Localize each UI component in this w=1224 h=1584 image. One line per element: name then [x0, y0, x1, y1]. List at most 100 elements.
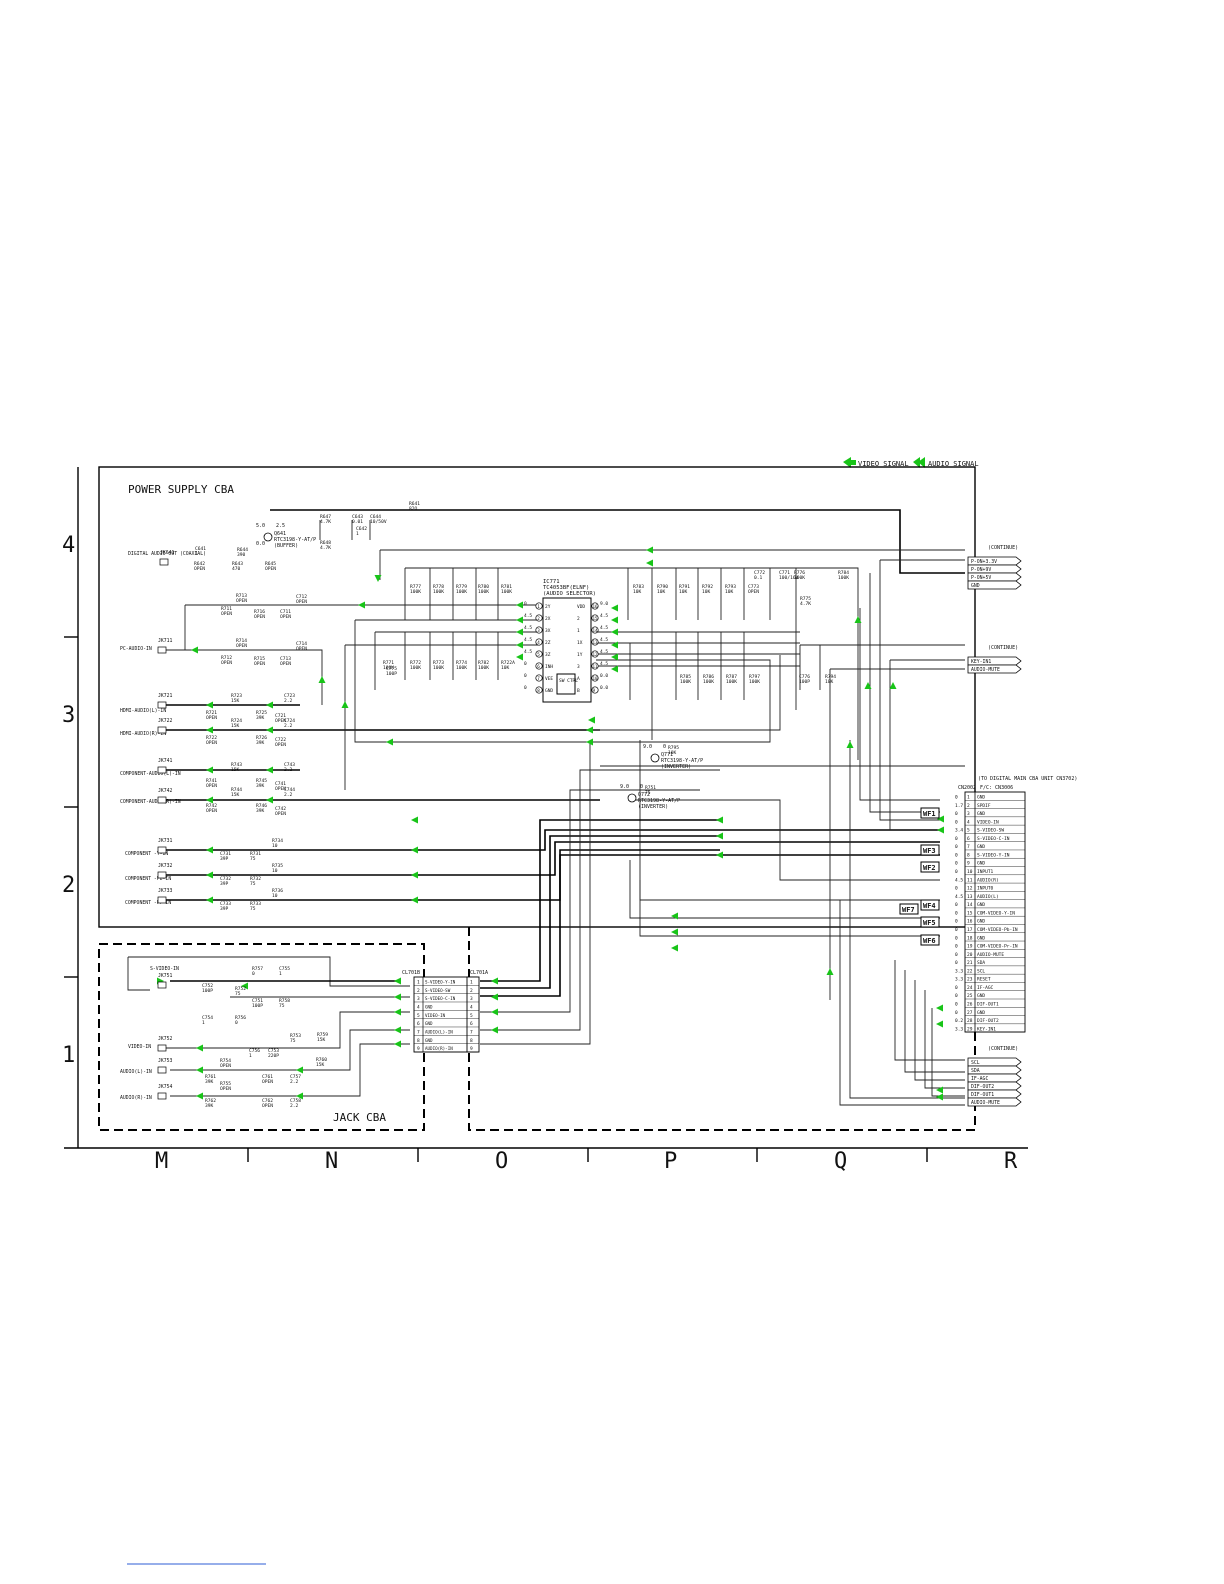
jack-ref: JK722	[158, 718, 173, 724]
component-ref: R756	[235, 1015, 246, 1021]
ic-left-pin-label: 2Y	[545, 604, 551, 610]
ic-left-pin-label: 2X	[545, 616, 551, 622]
component-ref: C773	[748, 584, 759, 590]
component-value: 39P	[220, 906, 229, 912]
signal-arrow-icon	[937, 826, 944, 834]
component-value: 100K	[456, 665, 467, 671]
ic-left-pin-circle	[535, 674, 543, 682]
jack-label: S-VIDEO-IN	[150, 966, 179, 972]
component-ref: R741	[206, 778, 217, 784]
wire-53	[160, 841, 940, 876]
wire-69	[914, 980, 965, 1081]
wiring	[127, 509, 965, 1106]
component-ref: R742	[206, 803, 217, 809]
ic-left-pin-number: 6	[537, 664, 540, 669]
cn-main-pin-signal: GND	[977, 935, 985, 941]
wire-70	[924, 990, 965, 1089]
wire-81	[480, 849, 720, 997]
component-ref: R780	[478, 584, 489, 590]
signal-arrow-icon	[296, 1066, 303, 1074]
signal-arrow-icon	[386, 738, 393, 746]
component-ref: R758	[279, 998, 290, 1004]
wire-52	[160, 829, 940, 851]
ic-right-pin-label: 3	[577, 664, 580, 670]
cl701b-pin-number: 5	[417, 1013, 420, 1019]
component-ref: R642	[194, 561, 205, 567]
component-ref: R744	[231, 787, 242, 793]
component-value: OPEN	[254, 661, 265, 667]
jack-socket-icon	[157, 896, 167, 904]
cn-main-pin-signal: SPDIF	[977, 803, 991, 809]
ic-left-pin-number: 3	[537, 628, 540, 633]
cn-main-pin-signal: DIF-OUT1	[977, 1002, 999, 1008]
component-ref: R745	[256, 778, 267, 784]
component-value: OPEN	[194, 566, 205, 572]
cl701a-pin-number: 9	[470, 1046, 473, 1052]
signal-arrow-icon	[716, 832, 723, 840]
jack-socket-icon	[157, 701, 167, 709]
component-value: 39K	[205, 1079, 214, 1085]
cn-main-pin-voltage: 0	[955, 836, 958, 842]
component-ref: R711	[221, 606, 232, 612]
ic-left-pin-number: 1	[537, 604, 540, 609]
signal-arrow-icon	[206, 701, 213, 709]
cn-main-pin-signal: S-VIDEO-Y-IN	[977, 852, 1010, 858]
component-value: 100K	[433, 589, 444, 595]
cn-main-pin-voltage: 3.4	[955, 828, 963, 834]
component-value: OPEN	[220, 1086, 231, 1092]
component-ref: C723	[284, 693, 295, 699]
ic-left-pin-circle	[535, 602, 543, 610]
jack-ref: JK752	[158, 1036, 173, 1042]
component-ref: R715	[254, 656, 265, 662]
component-ref: R648	[320, 540, 331, 546]
wf-tag-box	[920, 861, 940, 873]
grid-row-2: 2	[62, 873, 75, 898]
jack-label: HDMI-AUDIO(R)-IN	[120, 731, 166, 737]
component-value: OPEN	[236, 643, 247, 649]
jack-socket-icon	[157, 726, 167, 734]
transistor-q772-symbol	[627, 793, 637, 803]
component-value: 0	[235, 1020, 238, 1026]
power2-pin-box	[967, 1057, 1022, 1067]
signal-arrow-icon	[716, 851, 723, 859]
cn-main-title: (TO DIGITAL MAIN CBA UNIT CN3702)	[978, 776, 1077, 782]
jack-ref: JK741	[158, 758, 173, 764]
component-ref: R761	[205, 1074, 216, 1080]
component-ref: R721	[206, 710, 217, 716]
component-value: OPEN	[221, 660, 232, 666]
power2-pin-box	[967, 1065, 1022, 1075]
component-value: OPEN	[220, 1063, 231, 1069]
component-value: 10K	[725, 589, 734, 595]
component-value: 39K	[256, 715, 265, 721]
cn-main-pin-voltage: 3.3	[955, 1026, 963, 1032]
jack-socket-icon	[157, 796, 167, 804]
cl701b-pin-number: 2	[417, 988, 420, 994]
component-ref: C744	[284, 787, 295, 793]
jack-socket-icon	[157, 1044, 167, 1052]
component-value: 10	[272, 868, 278, 874]
ic-right-pin-circle	[591, 674, 599, 682]
component-value: 10	[272, 893, 278, 899]
signal-arrow-icon	[854, 616, 862, 623]
component-value: 0	[252, 971, 255, 977]
component-value: OPEN	[280, 661, 291, 667]
ic-left-pin-voltage: 4.5	[524, 625, 532, 631]
ic-left-pin-circle	[535, 662, 543, 670]
component-ref: C741	[275, 781, 286, 787]
cn-main-pin-number: 21	[967, 960, 973, 966]
cn-main-pin-voltage: 0	[955, 852, 958, 858]
cn-main-pin-number: 27	[967, 1010, 973, 1016]
cn-main-pin-number: 23	[967, 977, 973, 983]
component-ref: R762	[205, 1098, 216, 1104]
connector-power-2: (CONTINUE)SCLSDAIF-AGCDIF-OUT2DIF-OUT1AU…	[967, 1046, 1022, 1107]
transistor-voltage: 0	[640, 784, 643, 790]
wire-41	[160, 649, 323, 705]
component-value: 10K	[668, 750, 677, 756]
component-value: 100K	[726, 679, 737, 685]
cl701b-pin-signal: GND	[425, 1004, 433, 1009]
component-ref: R712	[221, 655, 232, 661]
component-value: OPEN	[265, 566, 276, 572]
jack-label: VIDEO-IN	[128, 1044, 151, 1050]
